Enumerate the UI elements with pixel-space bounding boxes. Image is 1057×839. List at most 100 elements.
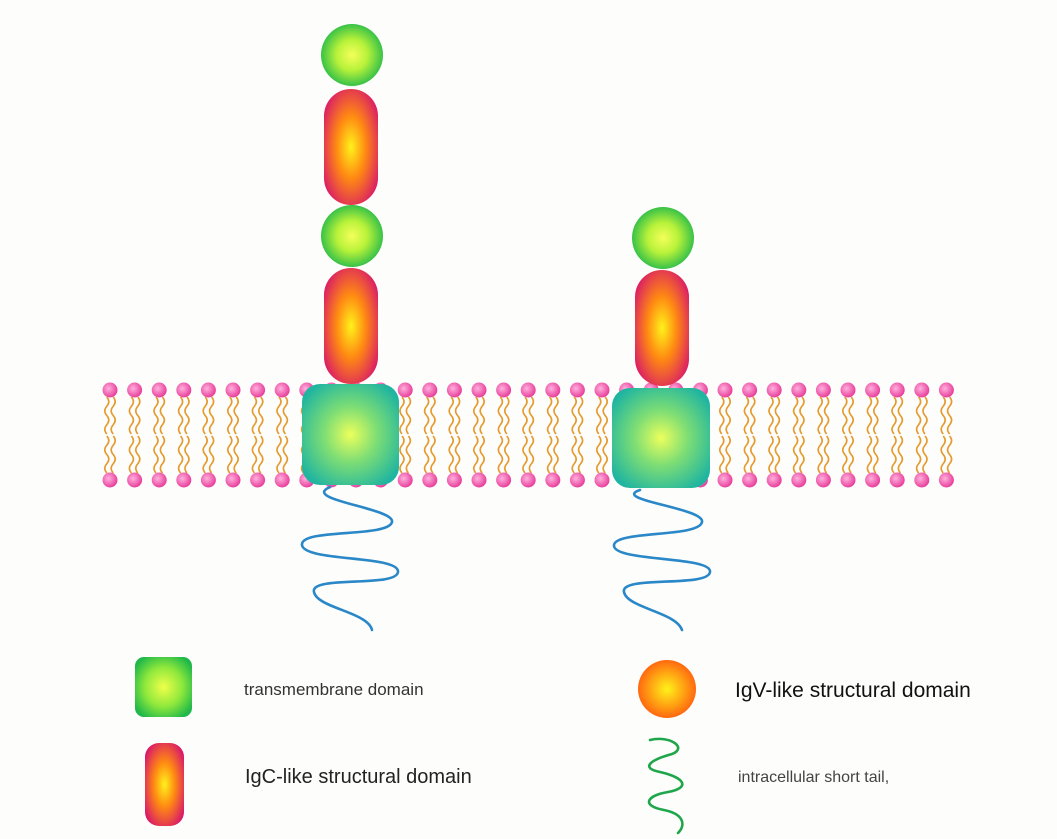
lipid-head-group [102, 382, 118, 398]
igc-domain [324, 89, 378, 205]
lipid-tail [873, 396, 879, 435]
igv-domain [321, 205, 383, 267]
legend [135, 657, 696, 835]
igc-domain-icon [145, 743, 184, 826]
lipid-head-group [151, 472, 167, 488]
lipid-tail [768, 396, 774, 435]
lipid-head-group [766, 472, 782, 488]
lipid-tail [473, 396, 479, 435]
lipid-head-group [176, 472, 192, 488]
lipid-tail [602, 396, 608, 435]
lipid-head-group [938, 382, 954, 398]
lipid-head-group [914, 382, 930, 398]
lipid-tail [159, 435, 166, 474]
lipid-tail [817, 435, 823, 474]
lipid-head-group [397, 472, 413, 488]
lipid-head-group [865, 382, 881, 398]
lipid-head-group [742, 472, 758, 488]
lipid-tail [177, 396, 184, 435]
lipid-tail [725, 396, 731, 435]
lipid-tail [479, 435, 485, 474]
lipid-tail [571, 435, 577, 474]
lipid-head-group [250, 382, 266, 398]
lipid-tail [454, 435, 461, 474]
lipid-tail [528, 396, 535, 435]
lipid-tail [135, 396, 141, 435]
transmembrane-domain-icon [135, 657, 192, 717]
lipid-head-group [889, 382, 905, 398]
lipid-tail [522, 435, 528, 474]
lipid-tail [135, 435, 141, 474]
lipid-head-group [569, 382, 585, 398]
lipid-head-group [766, 382, 782, 398]
lipid-tail [823, 396, 830, 435]
lipid-tail [184, 396, 190, 435]
lipid-tail [208, 435, 215, 474]
lipid-head-group [422, 472, 438, 488]
igv-domain [321, 24, 383, 86]
lipid-tail [940, 435, 946, 474]
lipid-tails [104, 396, 953, 474]
lipid-head-group [791, 472, 807, 488]
lipid-tail [553, 435, 559, 474]
lipid-tail [276, 396, 282, 435]
lipid-head-group [791, 382, 807, 398]
lipid-tail [258, 435, 264, 474]
lipid-tail [946, 435, 953, 474]
lipid-head-group [176, 382, 192, 398]
lipid-head-group [865, 472, 881, 488]
lipid-tail [497, 435, 504, 474]
lipid-tail [159, 396, 166, 435]
lipid-tail [842, 435, 848, 474]
lipid-tail [940, 396, 946, 435]
lipid-tail [104, 435, 110, 474]
lipid-tail [110, 435, 116, 474]
lipid-tail [479, 396, 485, 435]
lipid-head-group [471, 472, 487, 488]
lipid-head-group [840, 472, 856, 488]
lipid-tail [202, 435, 208, 474]
igc-domain [635, 270, 689, 386]
lipid-tail [897, 396, 904, 435]
lipid-tail [110, 396, 116, 435]
legend-label-igc: IgC-like structural domain [245, 766, 472, 788]
lipid-tail [528, 435, 535, 474]
legend-label-transmembrane: transmembrane domain [244, 680, 424, 699]
lipid-head-group [397, 382, 413, 398]
lipid-tail [922, 396, 928, 435]
lipid-tail [282, 396, 289, 435]
lipid-tail [504, 396, 510, 435]
lipid-tail [546, 435, 553, 474]
lipid-tail [405, 435, 412, 474]
lipid-head-group [520, 382, 536, 398]
lipid-tail [743, 435, 750, 474]
lipid-tail [602, 435, 608, 474]
lipid-head-group [446, 382, 462, 398]
lipid-tail [546, 396, 553, 435]
lipid-head-group [545, 382, 561, 398]
igv-domain [632, 207, 694, 269]
lipid-tail [405, 396, 412, 435]
transmembrane-domain [612, 388, 710, 488]
lipid-head-group [274, 382, 290, 398]
lipid-head-group [200, 472, 216, 488]
receptor-protein-short [612, 207, 712, 632]
lipid-head-group [151, 382, 167, 398]
receptor-protein-long [300, 24, 400, 632]
lipid-tail [153, 435, 159, 474]
lipid-tail [719, 396, 725, 435]
lipid-tail [233, 396, 239, 435]
lipid-tail [792, 396, 799, 435]
lipid-tail [128, 396, 135, 435]
lipid-head-group [225, 382, 241, 398]
lipid-tail [891, 435, 897, 474]
lipid-head-group [545, 472, 561, 488]
lipid-tail [848, 435, 854, 474]
lipid-tail [719, 435, 725, 474]
lipid-tail [915, 435, 922, 474]
lipid-bilayer [102, 382, 954, 488]
lipid-head-group [496, 472, 512, 488]
lipid-head-group [840, 382, 856, 398]
lipid-tail [399, 435, 405, 474]
